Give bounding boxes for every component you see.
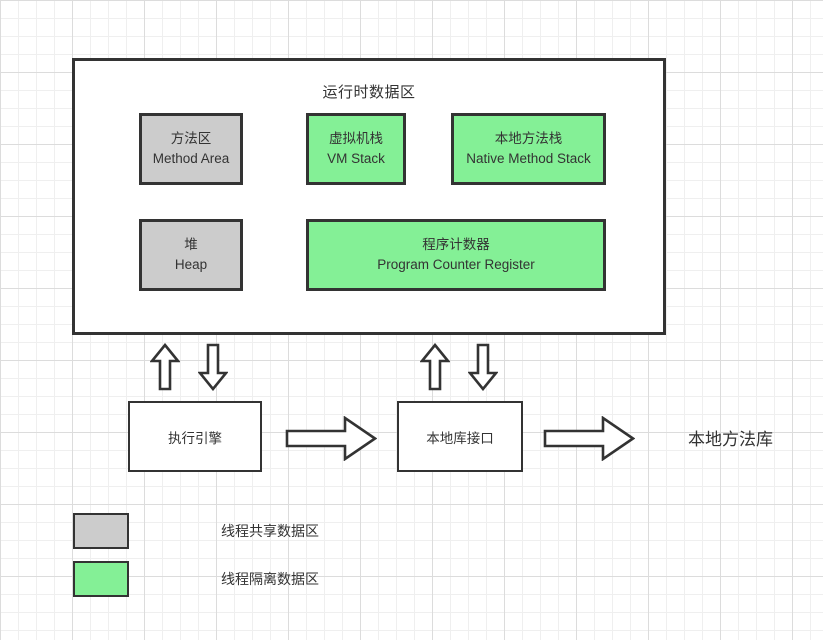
memory-box-pc-register[interactable]: 程序计数器 Program Counter Register: [306, 219, 606, 291]
arrow-down-outline-icon: [197, 343, 229, 396]
memory-box-method-area-cn-label: 方法区: [170, 131, 212, 147]
block-native-interface[interactable]: 本地库接口: [397, 401, 523, 472]
memory-box-method-area-en-label: Method Area: [152, 151, 230, 166]
memory-box-native-method-stack-en-label: Native Method Stack: [466, 151, 591, 166]
memory-box-native-method-stack[interactable]: 本地方法栈 Native Method Stack: [451, 113, 606, 185]
block-execution-engine-label: 执行引擎: [168, 430, 222, 446]
memory-box-native-method-stack-cn-label: 本地方法栈: [494, 131, 563, 147]
memory-box-vm-stack[interactable]: 虚拟机栈 VM Stack: [306, 113, 406, 185]
arrow-right-outline-icon: [285, 415, 378, 466]
memory-box-pc-register-cn-label: 程序计数器: [422, 237, 490, 253]
runtime-data-area-title: 运行时数据区: [322, 84, 416, 101]
legend-swatch-shared: [73, 513, 129, 549]
memory-box-vm-stack-cn-label: 虚拟机栈: [329, 131, 383, 147]
block-execution-engine[interactable]: 执行引擎: [128, 401, 262, 472]
runtime-data-area-container: 运行时数据区: [72, 58, 666, 335]
memory-box-method-area[interactable]: 方法区 Method Area: [139, 113, 243, 185]
arrow-up-outline-icon: [419, 342, 451, 396]
legend-item-isolated: 线程隔离数据区: [73, 561, 319, 597]
memory-box-heap-en-label: Heap: [174, 257, 208, 272]
memory-box-heap[interactable]: 堆 Heap: [139, 219, 243, 291]
arrow-right-outline-icon: [543, 415, 636, 466]
arrow-down-outline-icon: [467, 343, 499, 396]
block-native-interface-label: 本地库接口: [426, 430, 494, 446]
legend-label-shared: 线程共享数据区: [221, 523, 319, 539]
memory-box-vm-stack-en-label: VM Stack: [327, 151, 385, 166]
legend-swatch-isolated: [73, 561, 129, 597]
arrow-up-outline-icon: [149, 342, 181, 396]
memory-box-pc-register-en-label: Program Counter Register: [377, 257, 535, 272]
memory-box-heap-cn-label: 堆: [184, 237, 198, 253]
legend-item-shared: 线程共享数据区: [73, 513, 319, 549]
legend-label-isolated: 线程隔离数据区: [221, 571, 319, 587]
block-native-method-library-label: 本地方法库: [688, 430, 773, 449]
